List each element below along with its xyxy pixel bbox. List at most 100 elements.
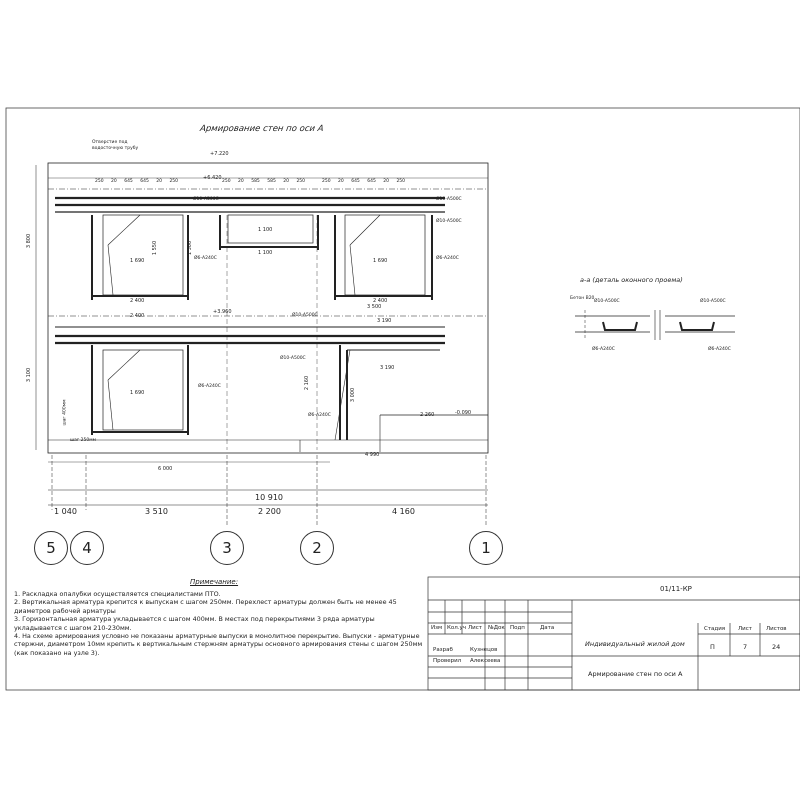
dimension: 3 100 — [26, 367, 33, 383]
top-dim: 250 — [169, 179, 179, 184]
rebar-label: Ø10-А500С — [594, 299, 620, 304]
dimension: 1 690 — [130, 258, 145, 264]
tb-role: Разраб — [433, 647, 453, 653]
tb-col: Изм — [431, 625, 443, 631]
opening-note: Отверстие под водосточную трубу — [92, 140, 139, 151]
axis-marker-4: 4 — [70, 531, 104, 565]
rebar-label: Ø6-А240С — [198, 384, 221, 389]
dimension: 3 500 — [367, 304, 382, 310]
axis-marker-2: 2 — [300, 531, 334, 565]
elevation-top: +7.220 — [210, 151, 229, 157]
elevation-upper: +6.420 — [203, 175, 222, 181]
drawing-title: Армирование стен по оси А — [199, 124, 325, 134]
top-dim: 645 — [124, 179, 133, 184]
tb-col: №Док — [488, 625, 505, 631]
dimension: 2 400 — [130, 298, 145, 304]
axis-span: 1 040 — [54, 507, 77, 516]
top-dim: 20 — [283, 179, 289, 184]
top-dim: 250 — [222, 179, 231, 184]
dimension: 1 300 — [187, 240, 194, 256]
rebar-label: Ø6-А240С — [194, 256, 217, 261]
axis-marker-3: 3 — [210, 531, 244, 565]
tb-role: Проверил — [433, 658, 462, 664]
sheet-border — [5, 107, 800, 691]
section-title: а-а (деталь оконного проема) — [580, 276, 683, 284]
sheet-label: Лист — [738, 626, 752, 632]
note-item: 1. Раскладка опалубки осуществляется спе… — [14, 590, 221, 598]
tb-col: Лист — [468, 625, 482, 631]
top-dim: 645 — [351, 179, 360, 184]
rebar-label: Ø10-А500С — [193, 197, 219, 202]
rebar-label: Ø10-А500С — [292, 313, 318, 318]
dimension: 2 260 — [420, 412, 435, 418]
top-dim: 250 — [396, 179, 406, 184]
notes-heading: Примечание: — [190, 578, 239, 586]
axis-span: 4 160 — [392, 507, 415, 516]
dimension: 3 000 — [350, 387, 357, 403]
section-detail — [575, 310, 735, 340]
wall-elevation — [35, 162, 489, 525]
tb-person: Алексеева — [470, 658, 501, 664]
dimension: 2 160 — [304, 375, 311, 391]
drawing-code: 01/11-КР — [660, 585, 692, 593]
top-dim: 585 — [251, 179, 260, 184]
stage-value: П — [710, 643, 715, 651]
tb-col: Дата — [540, 625, 555, 631]
elevation-low: -0.090 — [455, 410, 472, 416]
dimension: 3 800 — [26, 233, 33, 249]
dimension: 2 400 — [373, 298, 388, 304]
sheet-value: 7 — [743, 643, 748, 651]
dimension: 3 190 — [380, 365, 395, 371]
rebar-label: Ø6-А240С — [708, 347, 731, 352]
dimension: 1 690 — [130, 390, 145, 396]
dimension: 2 400 — [130, 313, 145, 319]
top-dim: 20 — [383, 179, 389, 184]
top-dim: 20 — [238, 179, 244, 184]
top-dim: 250 — [296, 179, 306, 184]
rebar-label: Ø6-А240С — [592, 347, 615, 352]
top-dim: 645 — [140, 179, 149, 184]
note-item: 2. Вертикальная арматура крепится к выпу… — [14, 598, 397, 615]
rebar-label: Ø10-А500С — [280, 356, 306, 361]
top-dim: 250 — [95, 179, 104, 184]
step-label-vertical: шаг 400мм — [62, 399, 68, 426]
total-dimension: 10 910 — [255, 493, 283, 502]
dimension: 1 100 — [258, 250, 273, 256]
stage-label: Стадия — [704, 626, 726, 632]
top-dimension-chain: 250 20 585 585 20 250 — [222, 179, 305, 184]
step-label: шаг 250мм — [70, 438, 97, 443]
project-name: Индивидуальный жилой дом — [585, 640, 685, 648]
tb-col: Подп — [510, 625, 525, 631]
note-item: 3. Горизонтальная арматура укладывается … — [14, 615, 375, 632]
dimension: 4 990 — [365, 452, 380, 458]
rebar-label: Ø10-А500С — [700, 299, 726, 304]
dimension: 1 100 — [258, 227, 273, 233]
dimension: 1 550 — [152, 240, 159, 256]
rebar-label: Ø6-А240С — [308, 413, 331, 418]
top-dim: 250 — [322, 179, 331, 184]
notes-block: Примечание: 1. Раскладка опалубки осущес… — [14, 578, 424, 657]
top-dim: 20 — [156, 179, 162, 184]
axis-span: 2 200 — [258, 507, 281, 516]
axis-span: 3 510 — [145, 507, 168, 516]
rebar-label: Ø6-А240С — [436, 256, 459, 261]
rebar-label: Ø10-А500С — [436, 219, 462, 224]
top-dim: 20 — [111, 179, 117, 184]
title-block-lines — [427, 576, 800, 691]
tb-col: Кол.уч — [447, 625, 467, 631]
top-dimension-chain: 250 20 645 645 20 250 — [95, 179, 178, 184]
axis-marker-5: 5 — [34, 531, 68, 565]
axis-marker-1: 1 — [469, 531, 503, 565]
elevation-mid: +3.960 — [213, 309, 232, 315]
sheet-name: Армирование стен по оси А — [588, 670, 683, 678]
top-dim: 20 — [338, 179, 344, 184]
top-dim: 645 — [367, 179, 376, 184]
tb-person: Кузнецов — [470, 647, 498, 653]
note-item: 4. На схеме армирования условно не показ… — [14, 632, 423, 657]
top-dim: 585 — [267, 179, 276, 184]
sheets-value: 24 — [772, 643, 781, 651]
rebar-label: Ø10-А500С — [436, 197, 462, 202]
sheets-label: Листов — [766, 626, 787, 632]
